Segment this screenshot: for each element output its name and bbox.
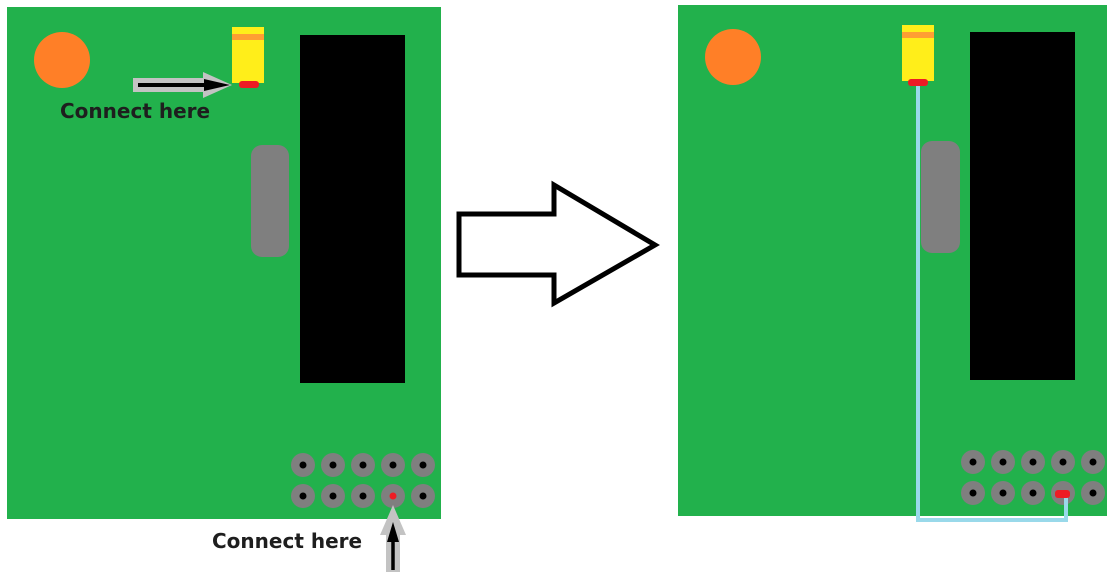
connector-stripe [902,32,934,38]
pin-hole-marked [389,492,397,500]
pin-hole [329,492,337,500]
jumper-wire [916,86,1068,522]
connector-after [902,25,934,86]
pin-hole [969,489,977,497]
pin-hole [359,492,367,500]
top-callout-label: Connect here [60,99,210,123]
pin-hole [1029,458,1037,466]
pin-hole [1089,489,1097,497]
pin-hole [419,492,427,500]
after-panel [678,5,1107,522]
pin-hole [419,461,427,469]
pin-hole [389,461,397,469]
transition-arrow [456,180,660,308]
led-after [705,29,761,85]
connector-contact [239,81,259,88]
pin-hole [969,458,977,466]
pin-hole [359,461,367,469]
connector-stripe [232,34,264,40]
pin-header-after [961,450,1105,505]
bottom-callout-arrow [380,505,406,572]
bottom-callout-label: Connect here [212,529,362,553]
pin-hole [1029,489,1037,497]
pin-hole [1059,458,1067,466]
pin-hole [999,458,1007,466]
pin-hole [299,492,307,500]
side-pad-after [921,141,960,253]
top-callout-arrow [133,72,232,98]
pin-hole [329,461,337,469]
pin-header-before [291,453,435,508]
connector-contact [908,79,928,86]
chip-after [970,32,1075,380]
chip-before [300,35,405,383]
connector-before [232,27,264,88]
pin-solder-mark [1055,490,1070,498]
pin-hole [1089,458,1097,466]
pin-hole [299,461,307,469]
led-before [34,32,90,88]
pin-hole [999,489,1007,497]
side-pad-before [251,145,289,257]
before-panel: Connect here [7,7,441,572]
